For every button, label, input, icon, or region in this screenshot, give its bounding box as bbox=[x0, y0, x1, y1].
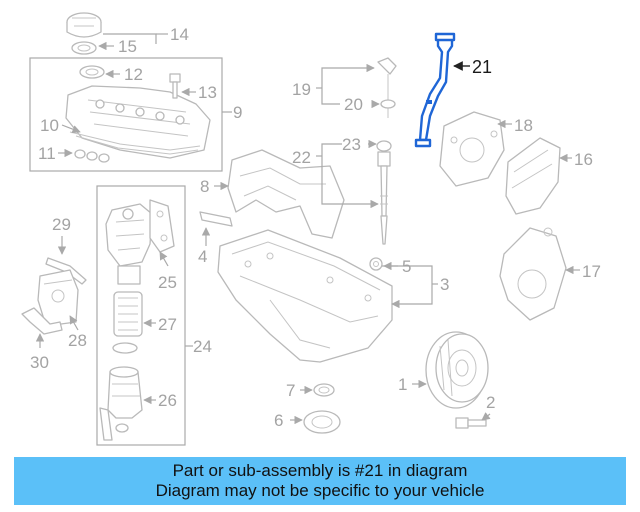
callout-14: 14 bbox=[170, 25, 189, 44]
callout-7: 7 bbox=[286, 381, 295, 400]
dipstick-tube-21[interactable] bbox=[414, 32, 456, 148]
housing-gasket-25 bbox=[149, 199, 175, 253]
callout-19: 19 bbox=[292, 80, 311, 99]
info-banner: Part or sub-assembly is #21 in diagram D… bbox=[14, 457, 626, 505]
callout-15: 15 bbox=[118, 37, 137, 56]
callout-6: 6 bbox=[274, 411, 283, 430]
oil-filter-element-27 bbox=[113, 291, 143, 337]
banner-line-1: Part or sub-assembly is #21 in diagram bbox=[172, 461, 468, 480]
callout-25: 25 bbox=[158, 273, 177, 292]
callout-23: 23 bbox=[342, 135, 361, 154]
callout-3: 3 bbox=[440, 275, 449, 294]
callout-2: 2 bbox=[486, 393, 495, 412]
drain-tube bbox=[99, 407, 129, 441]
dipstick-19 bbox=[377, 57, 397, 118]
oil-baffle-8 bbox=[227, 149, 345, 239]
pickup-gasket-4 bbox=[199, 211, 233, 227]
valve-cover-bolt-13 bbox=[169, 73, 181, 99]
filter-cap-26 bbox=[107, 366, 143, 419]
callout-4: 4 bbox=[198, 247, 207, 266]
callout-30: 30 bbox=[30, 353, 49, 372]
callout-17: 17 bbox=[582, 262, 601, 281]
drain-plug-5 bbox=[369, 257, 383, 271]
parts-diagram: 14 15 9 12 13 10 11 24 bbox=[21, 12, 601, 446]
spark-plug-seals-11 bbox=[74, 149, 110, 163]
callout-20: 20 bbox=[344, 95, 363, 114]
pulley-bolt-2 bbox=[455, 417, 487, 429]
dipstick-seal-20 bbox=[380, 99, 396, 109]
crank-pulley-1 bbox=[425, 331, 489, 409]
callout-8: 8 bbox=[200, 177, 209, 196]
oil-pan-3 bbox=[217, 229, 393, 363]
oil-level-sensor-23 bbox=[376, 140, 392, 245]
lower-timing-cover-17 bbox=[499, 227, 567, 321]
callout-11: 11 bbox=[38, 144, 56, 163]
callout-5: 5 bbox=[402, 257, 411, 276]
oil-cap-seal-12 bbox=[79, 65, 105, 79]
seal-6 bbox=[303, 410, 341, 434]
callout-29: 29 bbox=[52, 215, 71, 234]
filler-cap-seal bbox=[71, 41, 97, 55]
callout-16: 16 bbox=[574, 150, 593, 169]
filter-oring bbox=[112, 342, 138, 354]
oil-filler-cap bbox=[66, 12, 102, 38]
oil-filter-group-box bbox=[96, 185, 186, 446]
callout-26: 26 bbox=[158, 391, 177, 410]
banner-line-2: Diagram may not be specific to your vehi… bbox=[155, 481, 485, 500]
callout-13: 13 bbox=[198, 83, 217, 102]
callout-28: 28 bbox=[68, 331, 87, 350]
upper-timing-cover-16 bbox=[505, 137, 561, 215]
callout-22: 22 bbox=[292, 148, 311, 167]
callout-1: 1 bbox=[398, 375, 407, 394]
callout-21: 21 bbox=[472, 57, 492, 77]
seal-7 bbox=[313, 383, 335, 397]
callout-24: 24 bbox=[193, 337, 212, 356]
callout-18: 18 bbox=[514, 116, 533, 135]
bracket-30 bbox=[21, 307, 63, 335]
callout-27: 27 bbox=[158, 315, 177, 334]
timing-cover-gasket-18 bbox=[439, 111, 505, 187]
callout-9: 9 bbox=[233, 103, 242, 122]
callout-10: 10 bbox=[40, 116, 59, 135]
valve-cover-group-box bbox=[29, 57, 223, 172]
oil-filter-housing bbox=[105, 203, 153, 285]
valve-cover-gasket-10 bbox=[69, 131, 201, 155]
callout-12: 12 bbox=[124, 65, 143, 84]
